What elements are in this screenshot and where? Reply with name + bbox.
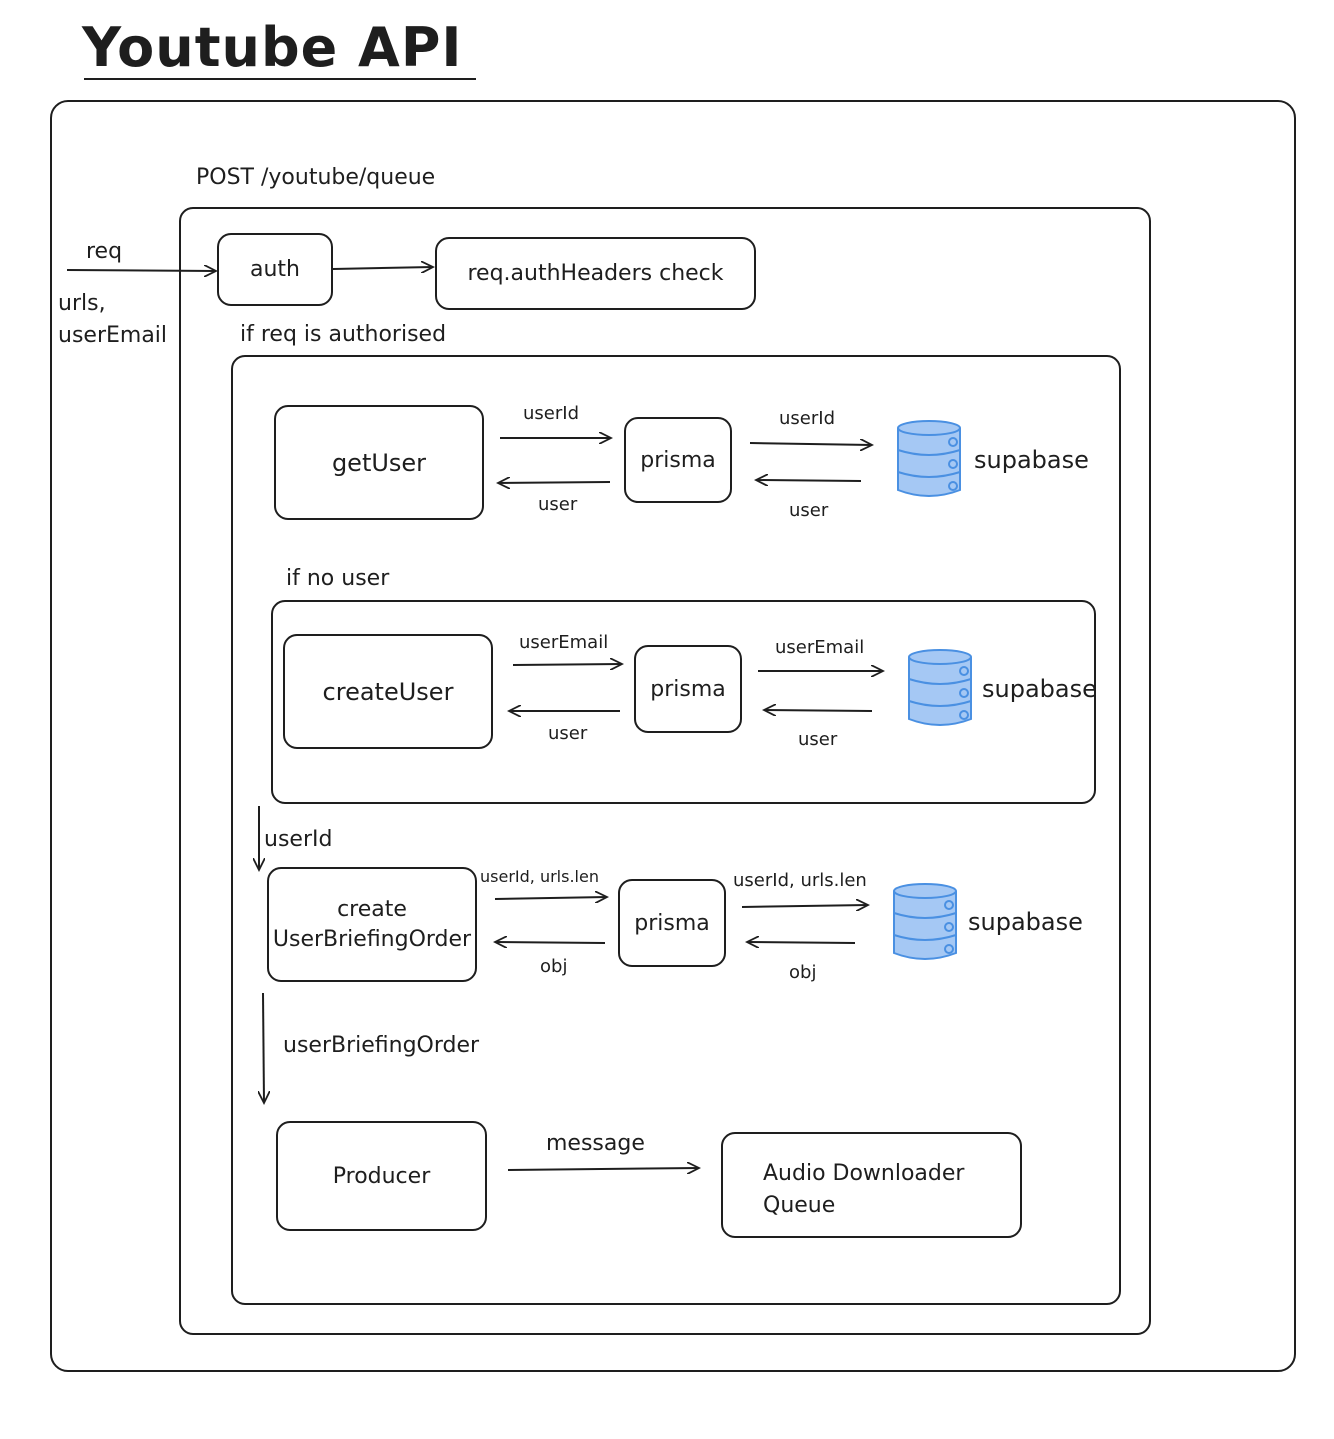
- urls-label: urls,: [58, 291, 106, 316]
- edge-label-obj: obj: [540, 956, 568, 977]
- arrow-prisma-to-db-3: [741, 905, 868, 907]
- flow-userid-label: userId: [264, 827, 333, 852]
- arrow-prisma-to-order: [495, 942, 606, 943]
- supabase-label-create-order: supabase: [968, 908, 1083, 936]
- arrow-db-to-prisma: [756, 480, 862, 481]
- edge-label-message: message: [546, 1131, 645, 1156]
- producer-node: Producer: [276, 1121, 487, 1231]
- api-outer-frame: [50, 100, 1296, 1372]
- arrow-prisma-to-getuser: [498, 482, 611, 483]
- route-label: POST /youtube/queue: [196, 165, 436, 190]
- database-icon: [897, 420, 961, 497]
- arrow-producer-to-queue: [507, 1168, 699, 1170]
- edge-label-userid-urls: userId, urls.len: [480, 867, 599, 886]
- req-label: req: [86, 239, 123, 264]
- database-icon: [893, 883, 957, 960]
- route-frame: [179, 207, 1151, 1335]
- edge-label-useremail: userEmail: [519, 632, 609, 653]
- edge-label-user: user: [538, 494, 578, 515]
- arrow-auth-to-check: [332, 267, 433, 269]
- supabase-label-create-user: supabase: [982, 675, 1097, 703]
- authorised-frame: [231, 355, 1121, 1305]
- arrow-db-to-prisma-3: [747, 942, 856, 943]
- arrow-createuser-to-prisma: [512, 664, 622, 665]
- edge-label-userid: userId: [523, 403, 579, 424]
- prisma-node-create-order: prisma: [618, 879, 726, 967]
- edge-label-user-db: user: [789, 500, 829, 521]
- auth-node: auth: [217, 233, 333, 306]
- user-email-label: userEmail: [58, 323, 168, 348]
- edge-label-userid-db: userId: [779, 408, 835, 429]
- create-user-node: createUser: [283, 634, 493, 749]
- edge-label-user-create: user: [548, 723, 588, 744]
- arrow-prisma-to-db: [749, 443, 872, 445]
- create-user-briefing-order-node: create UserBriefingOrder: [267, 867, 477, 982]
- auth-headers-check-node: req.authHeaders check: [435, 237, 756, 310]
- supabase-label-get-user: supabase: [974, 446, 1089, 474]
- edge-label-user-create-db: user: [798, 729, 838, 750]
- flow-user-briefing-order-label: userBriefingOrder: [283, 1033, 480, 1058]
- edge-label-obj-db: obj: [789, 962, 817, 983]
- title-underline: [84, 78, 476, 80]
- arrow-req-to-auth: [66, 270, 216, 271]
- arrow-order-to-prisma: [494, 897, 607, 899]
- diagram-title: Youtube API: [82, 16, 463, 79]
- prisma-node-get-user: prisma: [624, 417, 732, 503]
- audio-downloader-queue-node: Audio Downloader Queue: [721, 1132, 1022, 1238]
- authorised-label: if req is authorised: [240, 322, 447, 347]
- no-user-label: if no user: [286, 566, 390, 591]
- edge-label-userid-urls-db: userId, urls.len: [733, 870, 867, 891]
- arrow-db-to-prisma-2: [764, 710, 873, 711]
- get-user-node: getUser: [274, 405, 484, 520]
- arrow-flow-order: [263, 992, 264, 1103]
- edge-label-useremail-db: userEmail: [775, 637, 865, 658]
- no-user-frame: [271, 600, 1096, 804]
- database-icon: [908, 649, 972, 726]
- prisma-node-create-user: prisma: [634, 645, 742, 733]
